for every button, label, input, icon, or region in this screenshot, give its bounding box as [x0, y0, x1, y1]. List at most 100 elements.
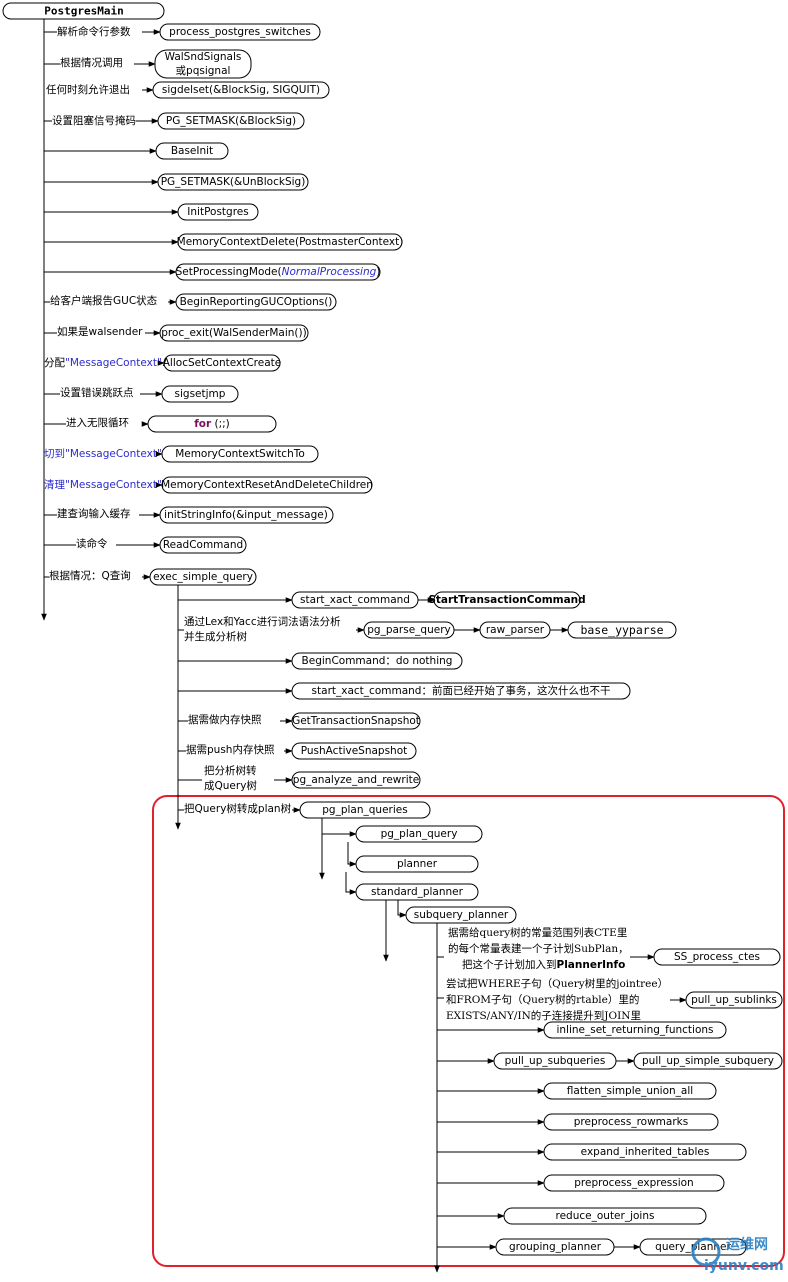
svg-text:SetProcessingMode(NormalProces: SetProcessingMode(NormalProcessing) — [176, 266, 381, 278]
svg-text:inline_set_returning_functions: inline_set_returning_functions — [556, 1024, 713, 1036]
row-sigsetjmp: 设置错误跳跃点 sigsetjmp — [44, 385, 239, 403]
svg-text:preprocess_expression: preprocess_expression — [574, 1177, 693, 1189]
svg-text:expand_inherited_tables: expand_inherited_tables — [581, 1146, 710, 1158]
node-sigdelset: sigdelset(&BlockSig, SIGQUIT) — [152, 81, 330, 99]
svg-text:PushActiveSnapshot: PushActiveSnapshot — [301, 745, 408, 757]
label-to-plan: 把Query树转成plan树 — [184, 802, 292, 815]
svg-text:start_xact_command：前面已经开始了事务，这: start_xact_command：前面已经开始了事务，这次什么也不干 — [312, 684, 611, 697]
row-exec-simple-query: 根据情况：Q查询 exec_simple_query — [44, 568, 257, 586]
row-preprocess-expression: preprocess_expression — [437, 1174, 725, 1192]
node-initstringinfo: initStringInfo(&input_message) — [159, 506, 334, 524]
label-reset-messagecontext: 清理"MessageContext" — [44, 478, 162, 491]
node-reduce-outer-joins: reduce_outer_joins — [503, 1207, 707, 1225]
svg-text:flatten_simple_union_all: flatten_simple_union_all — [567, 1085, 693, 1097]
label-lex-yacc-2: 并生成分析树 — [184, 630, 247, 643]
svg-text:运维网: 运维网 — [726, 1236, 768, 1253]
svg-text:PG_SETMASK(&BlockSig): PG_SETMASK(&BlockSig) — [166, 115, 296, 127]
node-pg-parse-query: pg_parse_query — [363, 621, 455, 639]
label-analyze-1: 把分析树转 — [204, 764, 257, 777]
svg-text:for (;;): for (;;) — [194, 418, 230, 430]
row-start-xact: start_xact_command StartTransactionComma… — [178, 591, 586, 609]
row-pg-parse-query: 通过Lex和Yacc进行词法语法分析 并生成分析树 pg_parse_query… — [178, 615, 677, 643]
label-read-cmd: 读命令 — [76, 537, 108, 550]
node-setprocessingmode: SetProcessingMode(NormalProcessing) — [175, 263, 381, 281]
svg-text:pg_plan_queries: pg_plan_queries — [322, 804, 407, 816]
row-setmask-unblock: PG_SETMASK(&UnBlockSig) — [44, 173, 309, 191]
label-by-q: 根据情况：Q查询 — [49, 569, 131, 582]
svg-text:ReadCommand: ReadCommand — [163, 539, 243, 551]
node-readcommand: ReadCommand — [159, 536, 247, 554]
label-need-snapshot: 据需做内存快照 — [188, 713, 262, 726]
node-ss-process-ctes: SS_process_ctes — [653, 948, 781, 966]
svg-text:或pqsignal: 或pqsignal — [176, 65, 231, 77]
row-for-loop: 进入无限循环 for (;;) — [44, 415, 277, 433]
svg-text:pull_up_sublinks: pull_up_sublinks — [691, 994, 777, 1006]
node-memorycontextdelete: MemoryContextDelete(PostmasterContext) — [177, 233, 403, 251]
node-preprocess-expression: preprocess_expression — [543, 1174, 725, 1192]
node-memorycontextswitchto: MemoryContextSwitchTo — [161, 445, 319, 463]
svg-text:subquery_planner: subquery_planner — [414, 909, 509, 921]
svg-text:grouping_planner: grouping_planner — [509, 1241, 602, 1253]
label-report-guc: 给客户端报告GUC状态 — [50, 294, 158, 307]
row-gettransactionsnapshot: 据需做内存快照 GetTransactionSnapshot — [178, 712, 421, 730]
svg-text:initStringInfo(&input_message): initStringInfo(&input_message) — [164, 509, 328, 521]
row-sigdelset: 任何时刻允许退出 sigdelset(&BlockSig, SIGQUIT) — [46, 81, 330, 99]
row-memctxdelete: MemoryContextDelete(PostmasterContext) — [44, 233, 403, 251]
row-beginreporting: 给客户端报告GUC状态 BeginReportingGUCOptions() — [44, 293, 337, 311]
svg-text:sigdelset(&BlockSig, SIGQUIT): sigdelset(&BlockSig, SIGQUIT) — [162, 84, 320, 96]
highlight-region — [152, 795, 785, 1267]
svg-text:pull_up_subqueries: pull_up_subqueries — [505, 1055, 606, 1067]
svg-text:process_postgres_switches: process_postgres_switches — [169, 26, 311, 38]
row-setmask-block: 设置阻塞信号掩码 PG_SETMASK(&BlockSig) — [44, 112, 305, 130]
svg-text:preprocess_rowmarks: preprocess_rowmarks — [574, 1116, 688, 1128]
label-parse-args: 解析命令行参数 — [57, 25, 131, 38]
node-gettransactionsnapshot: GetTransactionSnapshot — [291, 712, 421, 730]
node-postgresmain: PostgresMain — [2, 2, 165, 20]
node-flatten-simple-union-all: flatten_simple_union_all — [543, 1082, 717, 1100]
node-expand-inherited-tables: expand_inherited_tables — [543, 1143, 747, 1161]
row-memswitch: 切到"MessageContext" MemoryContextSwitchTo — [44, 445, 319, 463]
row-pg-plan-queries: 把Query树转成plan树 pg_plan_queries — [178, 801, 431, 819]
svg-text:reduce_outer_joins: reduce_outer_joins — [556, 1210, 655, 1222]
node-pull-up-subqueries: pull_up_subqueries — [493, 1052, 617, 1070]
label-cte-2: 的每个常量表建一个子计划SubPlan， — [448, 942, 629, 955]
label-set-jump: 设置错误跳跃点 — [60, 386, 134, 399]
node-begincommand: BeginCommand：do nothing — [291, 652, 463, 670]
svg-text:BaseInit: BaseInit — [171, 145, 213, 157]
svg-text:BeginReportingGUCOptions(): BeginReportingGUCOptions() — [180, 296, 333, 308]
svg-text:pull_up_simple_subquery: pull_up_simple_subquery — [642, 1055, 774, 1067]
node-pushactivesnapshot: PushActiveSnapshot — [291, 742, 417, 760]
svg-text:planner: planner — [397, 858, 438, 870]
row-proc-exit: 如果是walsender proc_exit(WalSenderMain()) — [44, 324, 309, 342]
label-cte-1: 据需给query树的常量范围列表CTE里 — [448, 926, 627, 939]
label-set-block-mask: 设置阻塞信号掩码 — [52, 114, 136, 127]
node-proc-exit: proc_exit(WalSenderMain()) — [159, 324, 309, 342]
node-memorycontextresetanddeletechildren: MemoryContextResetAndDeleteChildren — [161, 476, 373, 494]
svg-text:pg_parse_query: pg_parse_query — [367, 624, 451, 636]
label-cte-3: 把这个子计划加入到PlannerInfo — [462, 958, 625, 971]
node-pg-plan-queries: pg_plan_queries — [299, 801, 431, 819]
svg-text:raw_parser: raw_parser — [486, 624, 545, 636]
label-sublink-2: 和FROM子句（Query树的rtable）里的 — [446, 993, 639, 1006]
row-memreset: 清理"MessageContext" MemoryContextResetAnd… — [44, 476, 373, 494]
label-switch-messagecontext: 切到"MessageContext" — [44, 448, 162, 460]
node-planner: planner — [355, 855, 479, 873]
row-preprocess-rowmarks: preprocess_rowmarks — [437, 1113, 719, 1131]
svg-text:iyunv.com: iyunv.com — [704, 1258, 784, 1274]
svg-text:standard_planner: standard_planner — [371, 886, 464, 898]
row-begincommand: BeginCommand：do nothing — [178, 652, 463, 670]
label-if-walsender: 如果是walsender — [57, 325, 143, 338]
node-pg-setmask-unblock: PG_SETMASK(&UnBlockSig) — [157, 173, 309, 191]
row-reduce-outer-joins: reduce_outer_joins — [437, 1207, 707, 1225]
row-setprocessingmode: SetProcessingMode(NormalProcessing) — [44, 263, 381, 281]
node-pull-up-simple-subquery: pull_up_simple_subquery — [633, 1052, 783, 1070]
row-inline-srf: inline_set_returning_functions — [437, 1021, 727, 1039]
row-ss-process-ctes: 据需给query树的常量范围列表CTE里 的每个常量表建一个子计划SubPlan… — [437, 926, 781, 971]
row-initpostgres: InitPostgres — [44, 203, 259, 221]
node-subquery-planner: subquery_planner — [405, 906, 517, 924]
svg-text:pg_analyze_and_rewrite: pg_analyze_and_rewrite — [293, 774, 419, 786]
label-infinite-loop: 进入无限循环 — [66, 416, 129, 429]
node-for-loop: for (;;) — [147, 415, 277, 433]
node-start-xact-command-2: start_xact_command：前面已经开始了事务，这次什么也不干 — [291, 682, 631, 700]
